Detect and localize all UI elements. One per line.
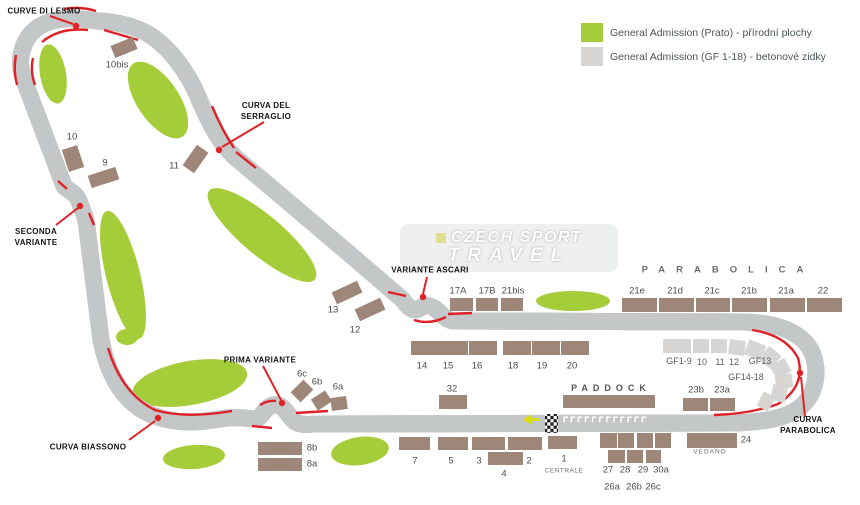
corner-arrow-curve-di-lesmo xyxy=(49,15,74,25)
grandstand-23b xyxy=(682,397,708,411)
corner-arrow-curva-parabolica xyxy=(800,376,806,418)
grass-area xyxy=(116,329,138,345)
legend-label-prato: General Admission (Prato) - přírodní plo… xyxy=(610,26,812,39)
grandstand-24 xyxy=(687,432,737,448)
grandstand-15 xyxy=(440,341,468,355)
grandstand-5 xyxy=(438,436,468,450)
grandstand-26b xyxy=(627,449,643,463)
legend-swatch-green xyxy=(581,23,603,42)
grandstand-27 xyxy=(599,432,617,448)
corner-arrow-dot-curva-del-serraglio xyxy=(215,146,223,154)
grass-area xyxy=(331,436,389,466)
grandstand-28 xyxy=(618,432,634,448)
grandstand-23a xyxy=(709,397,735,411)
grandstand-21b xyxy=(731,298,767,312)
corner-arrow-dot-curve-di-lesmo xyxy=(72,22,80,30)
grandstand-8a xyxy=(258,457,302,471)
grandstand-21bis xyxy=(501,297,523,311)
grandstand-26c xyxy=(645,449,661,463)
legend-label-gf: General Admission (GF 1-18) - betonové z… xyxy=(610,50,826,63)
start-finish-area xyxy=(523,414,646,433)
grandstand-21a xyxy=(769,298,805,312)
grandstand-16 xyxy=(469,341,497,355)
grandstand-22 xyxy=(806,298,842,312)
corner-arrow-variante-ascari xyxy=(422,276,428,295)
grandstand-paddock-building xyxy=(563,394,655,408)
legend-item-prato: General Admission (Prato) - přírodní plo… xyxy=(581,23,812,42)
grandstand-26a xyxy=(607,449,625,463)
grandstand-30a xyxy=(655,432,671,448)
grandstand-7 xyxy=(398,436,430,450)
corner-arrow-curva-del-serraglio xyxy=(221,121,265,148)
grass-area xyxy=(536,291,610,311)
starting-grid-marks xyxy=(563,416,646,423)
corner-arrow-dot-prima-variante xyxy=(278,399,286,407)
grandstand-19 xyxy=(532,341,560,355)
corner-arrow-dot-seconda-variante xyxy=(76,202,84,210)
ga-block-2 xyxy=(711,339,727,353)
grandstand-17a xyxy=(449,297,473,311)
corner-arrow-curva-biassono xyxy=(128,420,156,441)
corner-arrow-dot-curva-parabolica xyxy=(796,369,804,377)
grass-area xyxy=(163,444,225,470)
grandstand-14 xyxy=(410,341,440,355)
corner-arrows-layer xyxy=(49,15,806,441)
grandstand-4 xyxy=(487,451,523,465)
ga-block-0 xyxy=(663,339,691,353)
red-curbs xyxy=(13,6,801,430)
grandstand-21d xyxy=(658,298,694,312)
grandstand-8b xyxy=(258,441,302,455)
grandstand-3 xyxy=(471,436,505,450)
grandstand-1 xyxy=(547,435,577,449)
grass-areas-layer xyxy=(39,44,610,470)
grandstand-18 xyxy=(503,341,531,355)
corner-arrow-prima-variante xyxy=(262,365,282,401)
corner-arrow-dot-curva-biassono xyxy=(154,414,162,422)
grass-area xyxy=(207,188,317,282)
start-finish-checker xyxy=(545,414,558,433)
grandstand-29 xyxy=(637,432,653,448)
grandstand-32 xyxy=(439,395,467,409)
grandstand-21e xyxy=(621,298,657,312)
grandstand-17b xyxy=(476,297,498,311)
race-direction-arrow-icon xyxy=(523,414,540,425)
grandstand-2 xyxy=(508,436,542,450)
grandstand-6a xyxy=(330,395,348,411)
corner-arrow-seconda-variante xyxy=(55,207,79,226)
grass-area xyxy=(127,61,189,139)
corner-arrow-dot-variante-ascari xyxy=(419,293,427,301)
legend-swatch-gray xyxy=(581,47,603,66)
grandstand-21c xyxy=(696,298,730,312)
grass-area xyxy=(132,359,248,407)
grandstand-20 xyxy=(561,341,589,355)
grass-area xyxy=(39,44,67,104)
ga-block-1 xyxy=(693,339,709,353)
legend-item-gf: General Admission (GF 1-18) - betonové z… xyxy=(581,47,826,66)
grass-area xyxy=(100,210,146,340)
